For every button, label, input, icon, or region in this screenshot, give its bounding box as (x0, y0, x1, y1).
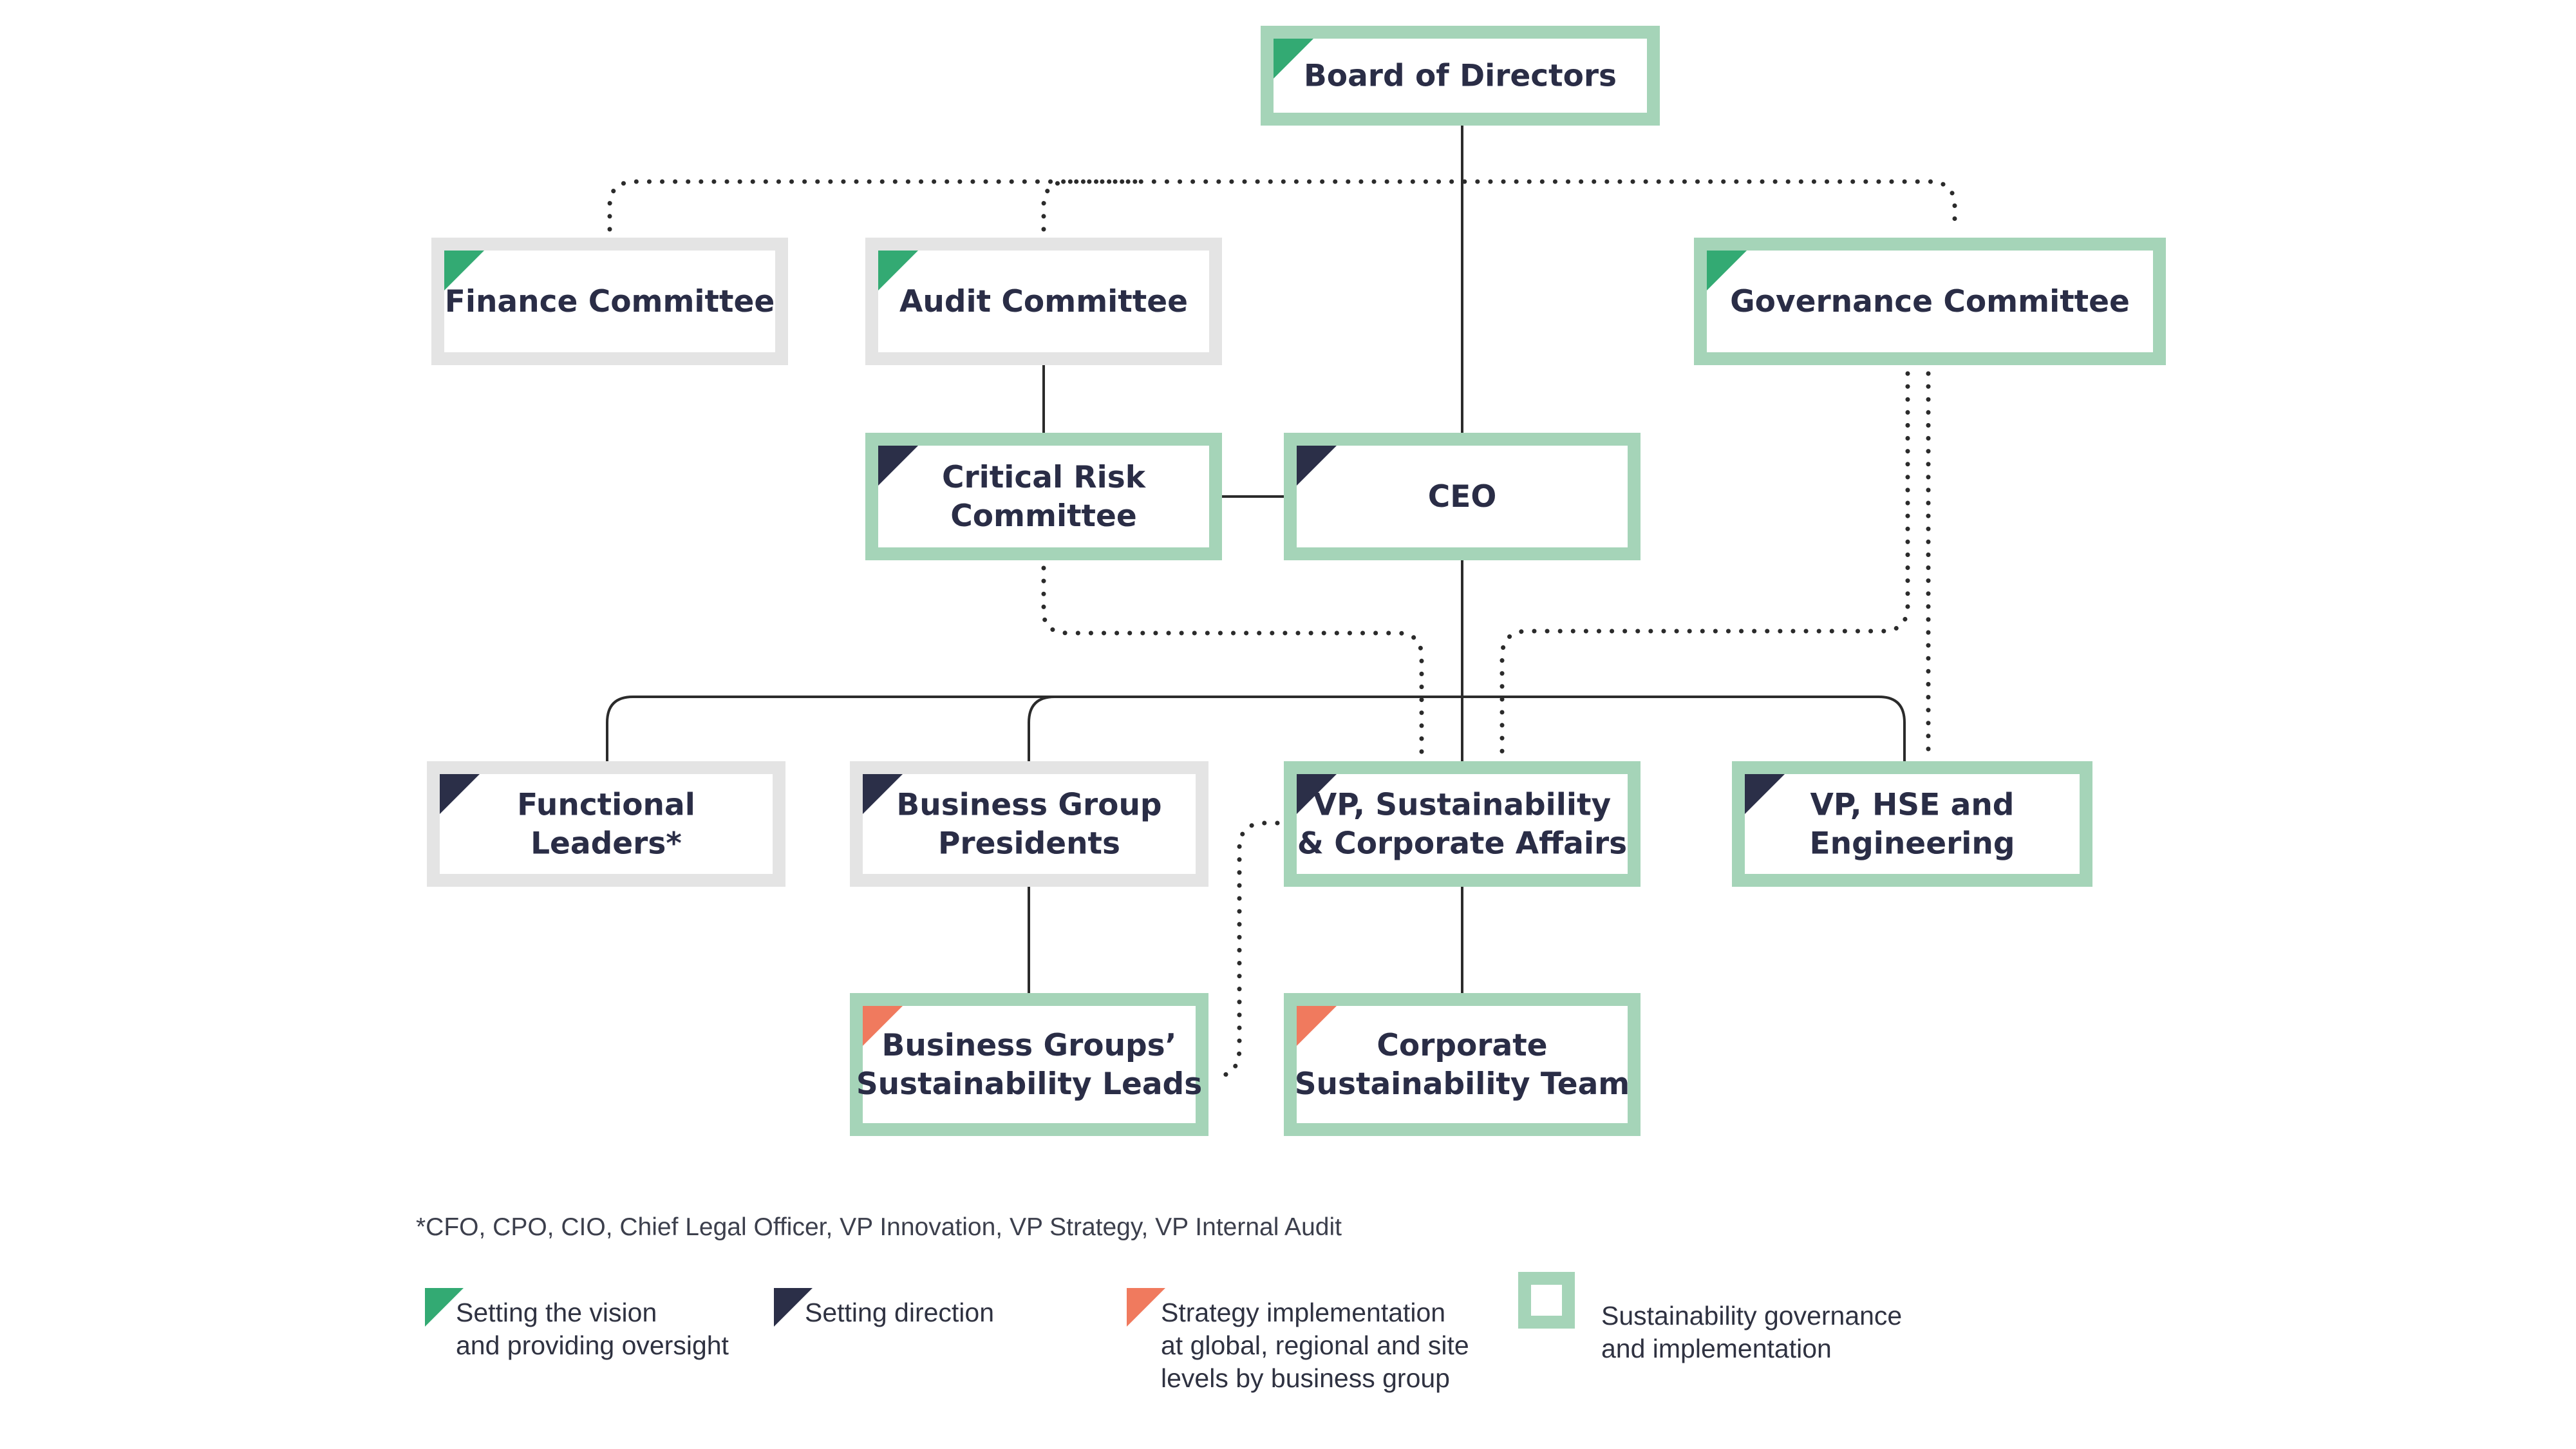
dotted-audit-branch-line (1041, 179, 1149, 232)
legend-label-line: at global, regional and site (1161, 1331, 1469, 1360)
legend-label-line: and providing oversight (456, 1331, 729, 1360)
corner-marker-icon (878, 446, 918, 486)
dotted-governance-vp-line (1500, 371, 1910, 757)
corner-marker-icon (863, 774, 903, 814)
node-label: VP, Sustainability& Corporate Affairs (1297, 788, 1627, 862)
node-frame (850, 993, 1208, 1136)
node-frame (1284, 761, 1641, 887)
corner-marker-icon (1707, 251, 1747, 290)
node-label-line: Critical Risk (942, 460, 1147, 495)
node-governance: Governance Committee (1694, 238, 2166, 365)
corner-marker-icon (1297, 446, 1337, 486)
legend-item-vision: Setting the vision and providing oversigh… (425, 1288, 729, 1360)
node-label-line: Engineering (1810, 826, 2015, 862)
node-label-line: Corporate (1377, 1028, 1547, 1063)
legend-label: Setting the vision and providing oversigh… (456, 1298, 729, 1360)
node-label: Board of Directors (1304, 59, 1617, 94)
navy-triangle-icon (774, 1288, 813, 1327)
node-finance: Finance Committee (431, 238, 788, 365)
corner-marker-icon (1297, 1006, 1337, 1046)
legend-label: Setting direction (805, 1298, 994, 1327)
legend-label-line: Sustainability governance (1601, 1301, 1902, 1331)
node-label: Governance Committee (1730, 284, 2130, 319)
node-label: Finance Committee (445, 284, 775, 319)
node-label-line: Committee (950, 498, 1137, 534)
legend-label-line: and implementation (1601, 1334, 1832, 1363)
square-frame-icon (1518, 1272, 1575, 1329)
legend-label: Strategy implementation at global, region… (1161, 1298, 1469, 1393)
dotted-critical-risk-vp-line (1041, 565, 1424, 757)
legend-item-governance-impl: Sustainability governance and implementat… (1518, 1272, 1902, 1363)
legend-label: Sustainability governance and implementat… (1601, 1301, 1902, 1363)
node-frame (1732, 761, 2092, 887)
node-label-line: & Corporate Affairs (1297, 826, 1627, 862)
node-audit: Audit Committee (865, 238, 1222, 365)
solid-horizontal-bus-line (606, 696, 1906, 761)
legend-label-line: Setting the vision (456, 1298, 657, 1327)
node-frame (1261, 26, 1660, 126)
node-vp-sustainability: VP, Sustainability& Corporate Affairs (1284, 761, 1641, 887)
node-label-line: Functional (517, 788, 695, 823)
green-triangle-icon (425, 1288, 464, 1327)
node-label: Audit Committee (899, 284, 1188, 319)
node-label-line: Business Groups’ (882, 1028, 1177, 1063)
node-ceo: CEO (1284, 433, 1641, 560)
node-frame (1284, 433, 1641, 560)
node-frame (865, 238, 1222, 365)
legend-label-line: Strategy implementation (1161, 1298, 1445, 1327)
coral-triangle-icon (1127, 1288, 1165, 1327)
node-label-line: Leaders* (531, 826, 682, 862)
node-label-line: Presidents (938, 826, 1120, 862)
connector-lines (606, 126, 1957, 1079)
node-label: CEO (1428, 479, 1497, 515)
solid-bus-bg-presidents-line (1028, 696, 1055, 761)
node-frame (1284, 993, 1641, 1136)
corner-marker-icon (863, 1006, 903, 1046)
corner-marker-icon (444, 251, 484, 290)
node-frame (427, 761, 785, 887)
corner-marker-icon (1745, 774, 1785, 814)
node-bg-sustainability-leads: Business Groups’Sustainability Leads (850, 993, 1208, 1136)
node-label-line: Sustainability Team (1295, 1066, 1630, 1102)
corner-marker-icon (1297, 774, 1337, 814)
node-label-line: Finance Committee (445, 284, 775, 319)
corner-marker-icon (878, 251, 918, 290)
node-label-line: Sustainability Leads (856, 1066, 1202, 1102)
node-label-line: Governance Committee (1730, 284, 2130, 319)
node-label-line: Audit Committee (899, 284, 1188, 319)
legend-item-strategy: Strategy implementation at global, region… (1127, 1288, 1469, 1393)
node-frame (1694, 238, 2166, 365)
legend: Setting the vision and providing oversigh… (425, 1272, 1902, 1393)
dotted-vp-leads-line (1214, 820, 1280, 1079)
node-frame (431, 238, 788, 365)
legend-label-line: levels by business group (1161, 1363, 1450, 1393)
node-board: Board of Directors (1261, 26, 1660, 126)
node-label-line: VP, HSE and (1810, 788, 2015, 823)
node-label-line: VP, Sustainability (1313, 788, 1611, 823)
node-label-line: Business Group (896, 788, 1161, 823)
node-frame (850, 761, 1208, 887)
legend-item-direction: Setting direction (774, 1288, 994, 1327)
corner-marker-icon (1274, 39, 1313, 79)
node-label-line: CEO (1428, 479, 1497, 515)
node-label-line: Board of Directors (1304, 59, 1617, 94)
corner-marker-icon (440, 774, 480, 814)
legend-label-line: Setting direction (805, 1298, 994, 1327)
dotted-board-committees-line (607, 179, 1957, 232)
footnote: *CFO, CPO, CIO, Chief Legal Officer, VP … (416, 1213, 1342, 1241)
node-frame (865, 433, 1222, 560)
node-label: Business Groups’Sustainability Leads (856, 1028, 1202, 1102)
